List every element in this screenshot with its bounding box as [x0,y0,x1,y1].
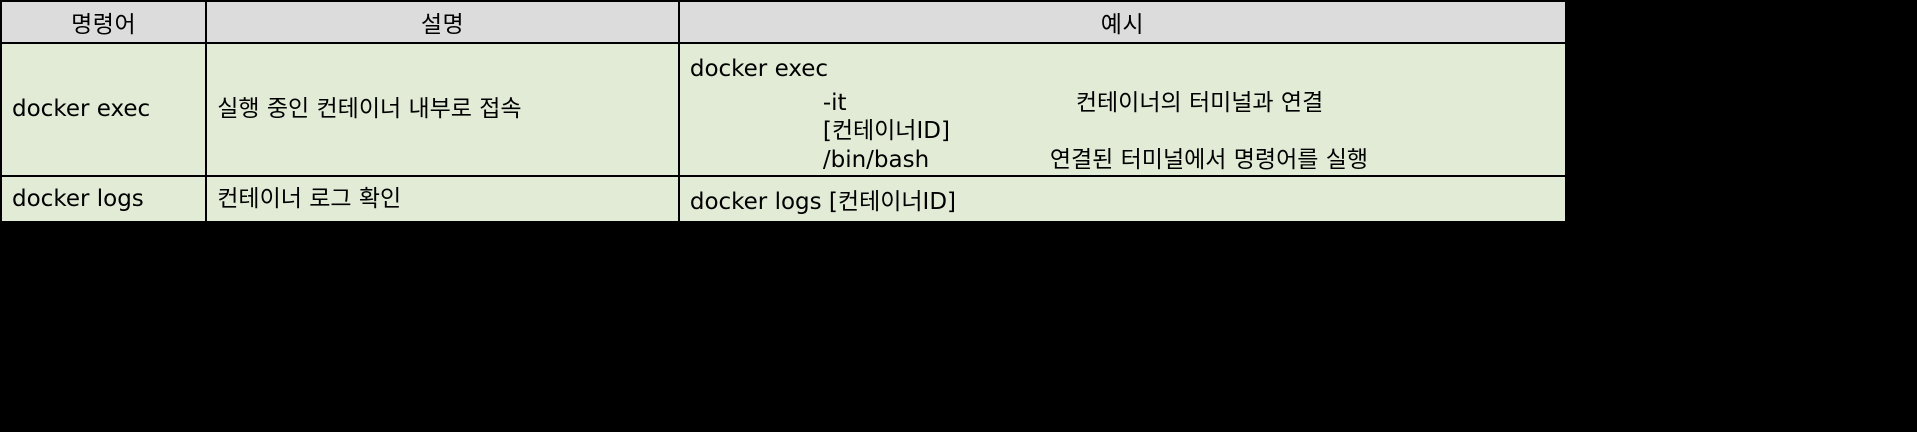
example-note-run-command: 연결된 터미널에서 명령어를 실행 [1049,147,1369,173]
description-label: 실행 중인 컨테이너 내부로 접속 [217,96,522,123]
example-line-flag-it: -it [822,90,847,116]
column-header-command: 명령어 [0,0,208,44]
example-line-bin-bash: /bin/bash [822,147,930,173]
command-label: docker exec [12,96,151,123]
column-header-example: 예시 [677,0,1568,44]
cell-example-docker-logs: docker logs [컨테이너ID] [677,175,1568,223]
table-row: docker logs 컨테이너 로그 확인 docker logs [컨테이너… [0,175,1568,223]
example-note-terminal-connect: 컨테이너의 터미널과 연결 [1075,90,1324,116]
cell-command-docker-exec: docker exec [0,42,208,177]
example-line-container-id: [컨테이너ID] [822,118,950,144]
command-label: docker logs [12,185,144,212]
example-block: docker exec -it [컨테이너ID] /bin/bash 컨테이너의… [680,44,1565,175]
cell-description-docker-logs: 컨테이너 로그 확인 [205,175,680,223]
column-header-description: 설명 [205,0,680,44]
cell-example-docker-exec: docker exec -it [컨테이너ID] /bin/bash 컨테이너의… [677,42,1568,177]
table-row: docker exec 실행 중인 컨테이너 내부로 접속 docker exe… [0,42,1568,177]
table-header-row: 명령어 설명 예시 [0,0,1568,44]
docker-command-table: 명령어 설명 예시 docker exec 실행 중인 컨테이너 내부로 접속 … [0,0,1568,223]
example-line-docker-logs: docker logs [컨테이너ID] [689,189,957,215]
description-label: 컨테이너 로그 확인 [217,185,402,212]
cell-description-docker-exec: 실행 중인 컨테이너 내부로 접속 [205,42,680,177]
cell-command-docker-logs: docker logs [0,175,208,223]
example-line-command: docker exec [689,56,829,82]
